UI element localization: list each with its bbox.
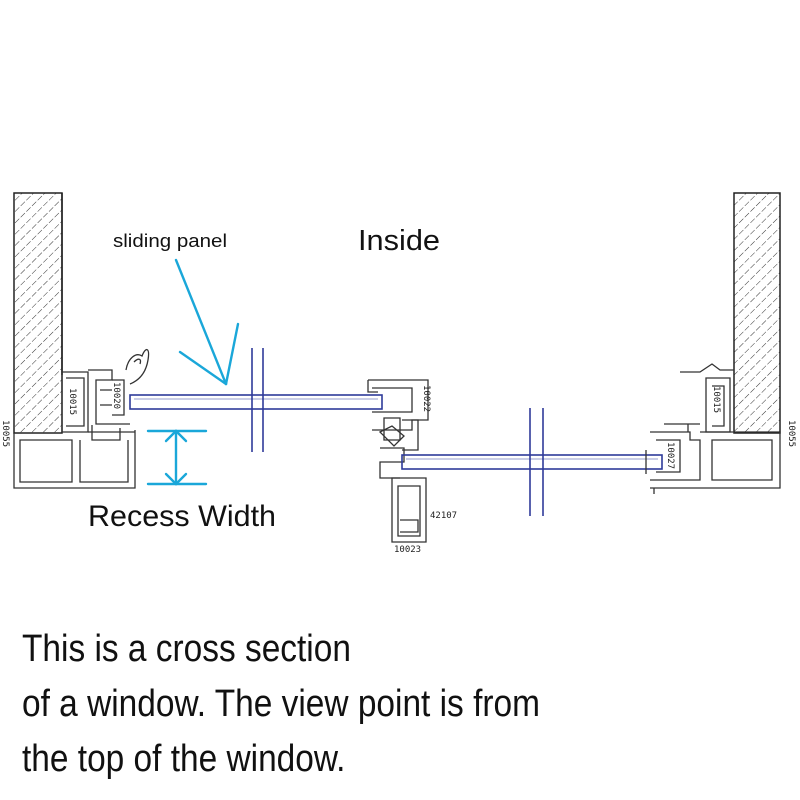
- caption-line-2: of a window. The view point is from: [22, 683, 540, 725]
- code-left-sash: 10020: [111, 382, 121, 409]
- caption: This is a cross section of a window. The…: [22, 622, 691, 787]
- caption-line-3: the top of the window.: [22, 738, 346, 780]
- code-right-frame: 10015: [711, 386, 721, 413]
- left-sliding-panel-glass: [129, 348, 383, 452]
- code-center-mullion: 42107: [430, 511, 457, 521]
- code-center-bottom: 10023: [394, 545, 421, 555]
- right-frame-profile: [645, 363, 781, 494]
- center-mullion-profile: [367, 379, 429, 543]
- recess-width-label: Recess Width: [88, 500, 276, 533]
- code-left-frame: 10015: [67, 388, 77, 415]
- inside-label: Inside: [358, 225, 440, 257]
- code-center-sash: 10022: [421, 385, 431, 412]
- sliding-panel-label: sliding panel: [113, 231, 227, 251]
- window-cross-section-diagram: sliding panel Inside Recess Width 10055 …: [0, 192, 796, 555]
- recess-width-dimension: [146, 429, 208, 486]
- sliding-panel-pointer: [174, 258, 240, 386]
- right-sliding-panel-glass: [401, 408, 663, 516]
- code-right-outer: 10055: [786, 420, 796, 447]
- right-wall: [733, 192, 781, 434]
- caption-line-1: This is a cross section: [22, 628, 351, 670]
- left-frame-profile: [13, 349, 150, 489]
- code-right-sash: 10027: [665, 442, 675, 469]
- left-wall: [13, 192, 63, 434]
- code-left-outer: 10055: [0, 420, 10, 447]
